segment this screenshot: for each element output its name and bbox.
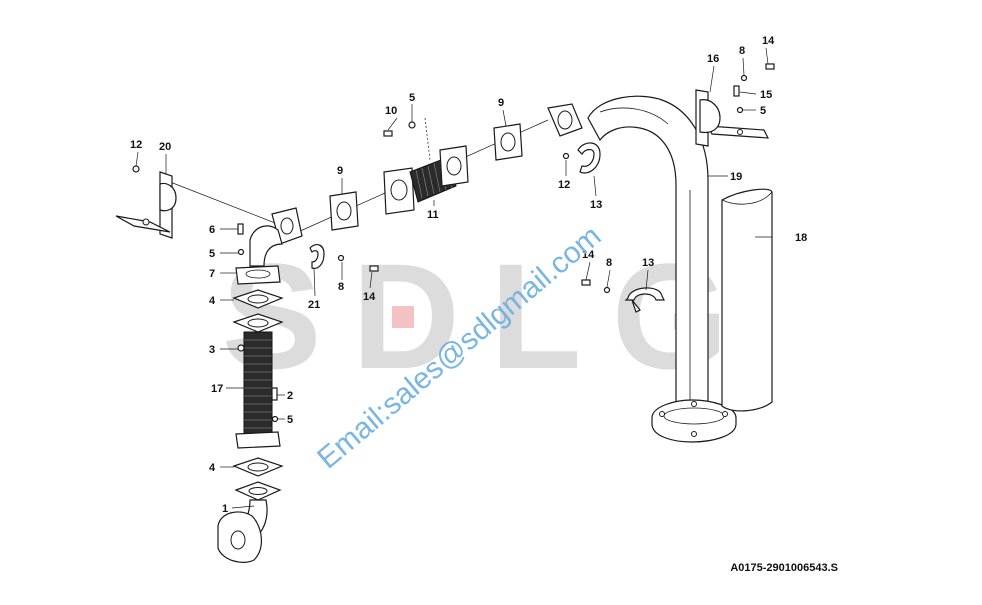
callout-4-upper: 4 — [209, 295, 216, 307]
callout-14-mid: 14 — [363, 291, 376, 303]
gasket-4-lower — [232, 457, 284, 477]
callout-5-top: 5 — [409, 92, 415, 104]
callout-7: 7 — [209, 268, 215, 280]
callout-8-mid: 8 — [338, 281, 344, 293]
callout-8-top: 8 — [739, 45, 745, 57]
callout-19: 19 — [730, 171, 742, 183]
callout-16: 16 — [707, 53, 719, 65]
callout-5-bellows: 5 — [287, 414, 293, 426]
vertical-exhaust-pipe — [587, 95, 737, 443]
gasket-upper — [493, 123, 523, 161]
callout-5-left: 5 — [209, 248, 215, 260]
bracket-16 — [695, 89, 770, 147]
callout-6: 6 — [209, 224, 215, 236]
callout-14-top: 14 — [762, 35, 775, 47]
callout-5-right: 5 — [760, 105, 766, 117]
upper-elbow-flange — [547, 103, 583, 137]
callout-4-lower: 4 — [209, 462, 216, 474]
callout-20: 20 — [159, 141, 171, 153]
drawing-reference: A0175-2901006543.S — [730, 562, 838, 574]
lower-elbow — [235, 207, 303, 285]
callout-18: 18 — [795, 232, 807, 244]
gasket-middle — [329, 191, 359, 231]
clamp-13-lower — [624, 287, 665, 313]
callout-21: 21 — [308, 299, 320, 311]
callout-9-mid: 9 — [337, 165, 343, 177]
callout-13-lower: 13 — [642, 257, 654, 269]
bracket-20 — [115, 171, 177, 239]
callout-labels: 1 2 3 4 4 5 5 5 5 6 7 8 8 8 9 9 10 11 12… — [130, 35, 807, 515]
callout-13-upper: 13 — [590, 199, 602, 211]
watermark-logo: SDLG — [222, 232, 759, 400]
leader-lines — [135, 47, 772, 509]
callout-12-left: 12 — [130, 139, 142, 151]
watermark-logo-text: SDLG — [222, 232, 759, 400]
callout-1: 1 — [222, 503, 228, 515]
watermark-logo-accent — [392, 306, 414, 328]
inlet-elbow — [217, 481, 282, 563]
flex-bellows-vertical — [232, 313, 284, 449]
flex-bellows-horizontal — [383, 145, 469, 215]
callout-2: 2 — [287, 390, 293, 402]
callout-15: 15 — [760, 89, 772, 101]
callout-11: 11 — [427, 209, 439, 221]
callout-12-right: 12 — [558, 179, 570, 191]
gasket-4-upper — [232, 289, 284, 309]
clamp-21 — [309, 244, 325, 269]
clamp-13-upper — [577, 142, 601, 174]
heat-shield — [721, 188, 773, 412]
callout-9-top: 9 — [498, 97, 504, 109]
callout-17: 17 — [211, 383, 223, 395]
callout-8-low: 8 — [606, 257, 612, 269]
callout-14-low: 14 — [582, 249, 595, 261]
callout-10: 10 — [385, 105, 397, 117]
callout-3: 3 — [209, 344, 215, 356]
